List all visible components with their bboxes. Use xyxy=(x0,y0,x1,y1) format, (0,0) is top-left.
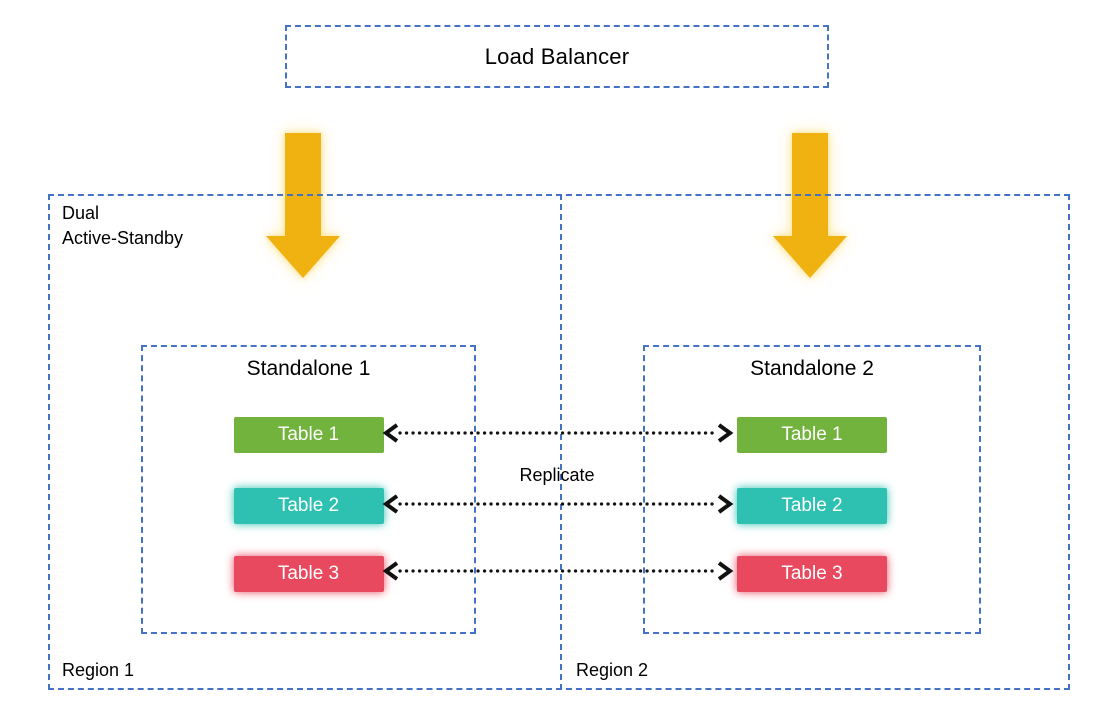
dual-active-standby-cluster-box: Dual Active-Standby Region 1 Region 2 St… xyxy=(48,194,1070,690)
cluster-label-line1: Dual xyxy=(62,203,100,223)
region-divider-line xyxy=(560,194,562,690)
standalone-1-box: Standalone 1 Table 1 Table 2 Table 3 xyxy=(141,345,476,634)
standalone-1-title: Standalone 1 xyxy=(246,357,371,380)
standalone-2-box: Standalone 2 Table 1 Table 2 Table 3 xyxy=(643,345,981,634)
down-arrow-icon xyxy=(773,133,847,278)
cluster-label-line2: Active-Standby xyxy=(62,228,184,248)
down-arrow-icon xyxy=(266,133,340,278)
replicate-arrow-icon xyxy=(382,423,734,443)
replicate-arrow-icon xyxy=(382,561,734,581)
replicate-label: Replicate xyxy=(519,465,595,485)
cluster-label: Dual Active-Standby xyxy=(62,201,183,251)
replicate-arrow-icon xyxy=(382,494,734,514)
standalone-2-table-1: Table 1 xyxy=(737,417,887,453)
region-2-label: Region 2 xyxy=(576,660,649,680)
load-balancer-box: Load Balancer xyxy=(285,25,829,88)
standalone-2-table-3: Table 3 xyxy=(737,556,887,592)
standalone-2-table-2: Table 2 xyxy=(737,488,887,524)
standalone-1-table-2: Table 2 xyxy=(233,488,384,524)
standalone-1-table-1: Table 1 xyxy=(233,417,384,453)
standalone-2-title: Standalone 2 xyxy=(750,357,874,380)
region-1-label: Region 1 xyxy=(62,660,135,680)
load-balancer-label: Load Balancer xyxy=(484,43,630,69)
standalone-1-table-3: Table 3 xyxy=(233,556,384,592)
